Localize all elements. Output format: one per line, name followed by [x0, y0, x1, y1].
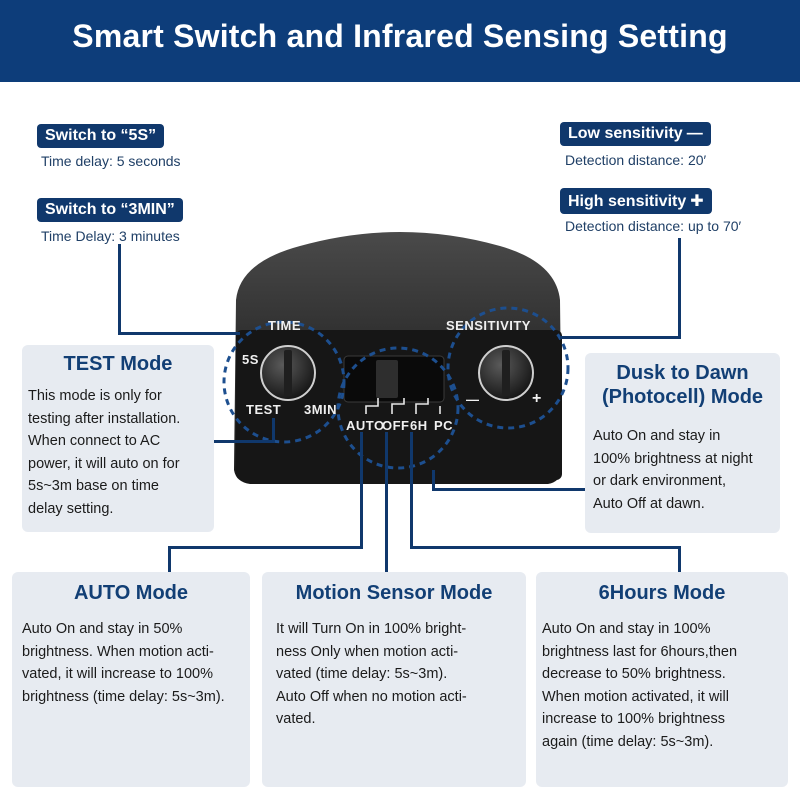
- dusk-to-dawn-title: Dusk to Dawn (Photocell) Mode: [585, 361, 780, 409]
- auto-mode-box: AUTO Mode Auto On and stay in 50% bright…: [12, 572, 250, 787]
- high-sensitivity-pill: High sensitivity✚: [560, 188, 712, 214]
- switch-3min-pill: Switch to “3MIN”: [37, 198, 183, 222]
- text-line: When connect to AC: [28, 433, 161, 449]
- connector-line: [118, 244, 121, 334]
- connector-line: [385, 432, 388, 572]
- minus-label: —: [466, 392, 480, 407]
- text-line: testing after installation.: [28, 410, 181, 427]
- motion-sensor-mode-text: It will Turn On in 100% bright- ness Onl…: [276, 618, 467, 731]
- low-sensitivity-pill: Low sensitivity—: [560, 122, 711, 146]
- text-line: Auto On and stay in: [593, 428, 721, 444]
- switch-3min-detail: Time Delay: 3 minutes: [41, 228, 180, 244]
- text-line: ness Only when motion acti-: [276, 643, 459, 660]
- test-mode-text: This mode is only for testing after inst…: [28, 385, 180, 520]
- text-line: delay setting.: [28, 500, 114, 517]
- time-knob-ridge: [284, 350, 292, 396]
- text-line: vated.: [276, 711, 316, 727]
- low-sensitivity-label: Low sensitivity: [568, 125, 683, 142]
- motion-sensor-mode-title: Motion Sensor Mode: [295, 582, 493, 604]
- plus-label: +: [532, 390, 542, 407]
- connector-line: [560, 336, 681, 339]
- connector-line: [168, 546, 363, 549]
- time-knob: [260, 345, 316, 401]
- time-highlight-circle: [222, 320, 346, 444]
- connector-line: [272, 418, 275, 442]
- connector-line: [410, 432, 413, 548]
- high-sensitivity-detail: Detection distance: up to 70′: [565, 218, 742, 234]
- connector-line: [678, 546, 681, 572]
- plus-icon: ✚: [690, 193, 704, 210]
- connector-line: [168, 546, 171, 572]
- text-line: It will Turn On in 100% bright-: [276, 621, 467, 637]
- connector-line: [678, 238, 681, 338]
- text-line: increase to 100% brightness: [542, 711, 725, 727]
- text-line: Auto On and stay in 100%: [542, 621, 711, 637]
- text-line: brightness (time delay: 5s~3m).: [22, 688, 225, 705]
- connector-line: [214, 440, 275, 443]
- knob-test-label: TEST: [246, 402, 282, 417]
- text-line: decrease to 50% brightness.: [542, 666, 726, 682]
- six-hours-mode-box: 6Hours Mode Auto On and stay in 100% bri…: [536, 572, 788, 787]
- text-line: again (time delay: 5s~3m).: [542, 733, 714, 750]
- text-line: power, it will auto on for: [28, 455, 180, 472]
- title-line: Dusk to Dawn: [616, 362, 749, 384]
- switch-5s-pill: Switch to “5S”: [37, 124, 165, 148]
- connector-line: [360, 432, 363, 548]
- mode-6h-label: 6H: [410, 418, 428, 433]
- text-line: Auto Off when no motion acti-: [276, 688, 467, 705]
- text-line: brightness last for 6hours,then: [542, 643, 738, 660]
- device-housing: [234, 232, 562, 484]
- knob-5s-label: 5S: [242, 352, 259, 367]
- mode-auto-label: AUTO: [346, 418, 385, 433]
- page-title: Smart Switch and Infrared Sensing Settin…: [72, 18, 728, 54]
- auto-mode-text: Auto On and stay in 50% brightness. When…: [22, 618, 225, 708]
- high-sensitivity-label: High sensitivity: [568, 193, 687, 210]
- connector-line: [432, 470, 435, 490]
- sensitivity-label: SENSITIVITY: [446, 318, 531, 333]
- mode-highlight-circle: [336, 346, 460, 470]
- mode-switch-slot: [343, 355, 445, 403]
- text-line: vated, it will increase to 100%: [22, 666, 214, 682]
- auto-mode-title: AUTO Mode: [73, 582, 189, 604]
- connector-line: [118, 332, 240, 335]
- mode-switch-brackets: [365, 398, 441, 414]
- mode-pc-label: PC: [434, 418, 454, 433]
- test-mode-title: TEST Mode: [63, 353, 173, 375]
- test-mode-box: TEST Mode This mode is only for testing …: [22, 345, 214, 532]
- six-hours-mode-text: Auto On and stay in 100% brightness last…: [542, 618, 737, 753]
- title-line: (Photocell) Mode: [601, 386, 764, 408]
- knob-3min-label: 3MIN: [304, 402, 338, 417]
- text-line: When motion activated, it will: [542, 688, 729, 705]
- text-line: vated (time delay: 5s~3m).: [276, 666, 448, 682]
- text-line: Auto On and stay in 50%: [22, 621, 183, 637]
- connector-line: [432, 488, 585, 491]
- text-line: This mode is only for: [28, 388, 162, 404]
- sensitivity-knob: [478, 345, 534, 401]
- low-sensitivity-detail: Detection distance: 20′: [565, 152, 707, 168]
- header-banner: Smart Switch and Infrared Sensing Settin…: [0, 0, 800, 82]
- dusk-to-dawn-box: Dusk to Dawn (Photocell) Mode Auto On an…: [585, 353, 780, 533]
- text-line: 100% brightness at night: [593, 450, 753, 467]
- device-panel: [236, 330, 562, 480]
- switch-5s-detail: Time delay: 5 seconds: [41, 153, 181, 169]
- time-label: TIME: [268, 318, 302, 333]
- minus-icon: —: [686, 125, 703, 142]
- mode-switch-slider: [376, 360, 398, 398]
- mode-off-label: OFF: [382, 418, 410, 433]
- dusk-to-dawn-text: Auto On and stay in 100% brightness at n…: [593, 425, 753, 515]
- connector-line: [410, 546, 680, 549]
- text-line: or dark environment,: [593, 473, 726, 489]
- six-hours-mode-title: 6Hours Mode: [598, 582, 726, 604]
- text-line: 5s~3m base on time: [28, 478, 159, 494]
- text-line: Auto Off at dawn.: [593, 495, 705, 512]
- sensitivity-knob-ridge: [502, 350, 510, 396]
- text-line: brightness. When motion acti-: [22, 643, 214, 660]
- motion-sensor-mode-box: Motion Sensor Mode It will Turn On in 10…: [262, 572, 526, 787]
